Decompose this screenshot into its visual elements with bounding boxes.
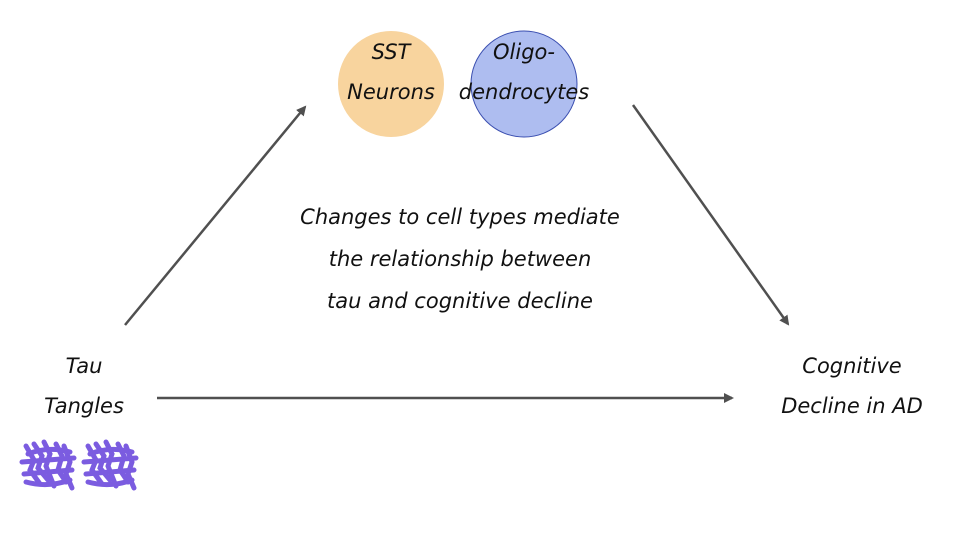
oligodendrocytes-line-2: dendrocytes	[458, 80, 590, 104]
sst-neurons-line-2: Neurons	[347, 80, 435, 104]
sst-neurons-line-1: SST	[371, 40, 411, 64]
mediation-line-2: the relationship between	[328, 247, 592, 271]
mediation-line-3: tau and cognitive decline	[327, 289, 593, 313]
mediation-line-1: Changes to cell types mediate	[300, 205, 620, 229]
tau-tangle-icon	[81, 439, 139, 491]
tau-tangles-label: Tau Tangles	[20, 346, 148, 426]
oligodendrocytes-circle	[470, 30, 578, 138]
cognitive-decline-line-2: Decline in AD	[781, 394, 923, 418]
tau-tangles-line-2: Tangles	[44, 394, 124, 418]
cognitive-decline-line-1: Cognitive	[802, 354, 902, 378]
sst-neurons-circle	[338, 31, 444, 137]
oligodendrocytes-line-1: Oligo-	[493, 40, 555, 64]
mediation-text: Changes to cell types mediate the relati…	[230, 196, 690, 322]
sst-neurons-label: SST Neurons	[332, 32, 450, 112]
tau-tangles-line-1: Tau	[65, 354, 103, 378]
arrow-cells-to-cognitive	[631, 104, 790, 326]
arrow-tau-to-cells	[124, 105, 307, 326]
cognitive-decline-label: Cognitive Decline in AD	[752, 346, 952, 426]
oligodendrocytes-label: Oligo- dendrocytes	[444, 32, 604, 112]
tau-tangle-icon	[19, 439, 77, 491]
